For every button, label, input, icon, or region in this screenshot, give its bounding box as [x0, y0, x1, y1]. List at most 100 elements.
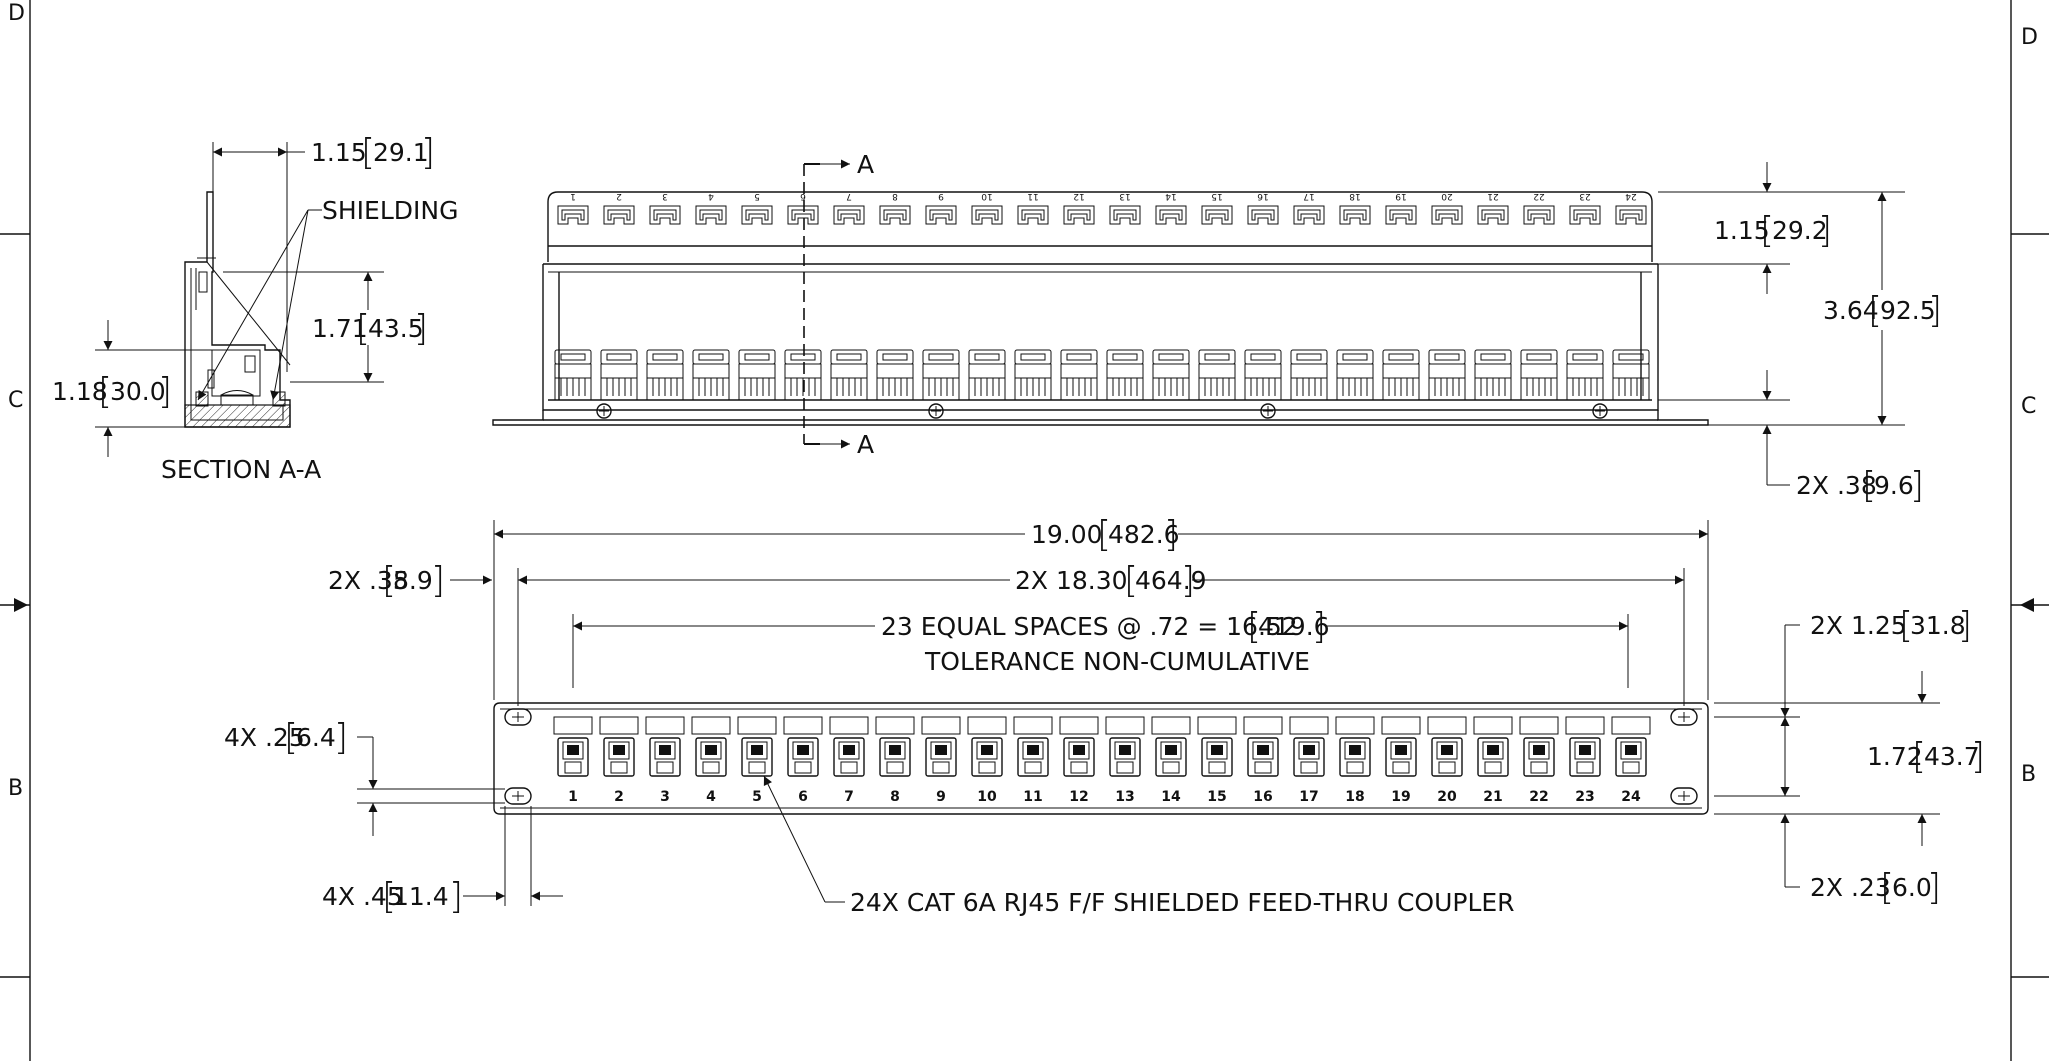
right-top-dim-mm: 31.8	[1910, 611, 1966, 640]
port-number: 16	[1253, 789, 1272, 805]
port-number: 19	[1391, 789, 1410, 805]
coupler-port: 4	[691, 716, 731, 805]
bracket: [	[98, 371, 112, 412]
top-port-number: 20	[1441, 191, 1453, 201]
bracket: [	[284, 717, 298, 758]
top-dim-b-value: 3.64	[1823, 296, 1879, 325]
bracket: [	[1760, 210, 1774, 251]
edge-dim-value: 2X .35	[328, 566, 409, 595]
top-port-number: 18	[1349, 191, 1361, 201]
section-title: SECTION A-A	[161, 455, 321, 484]
top-port: 16	[1244, 191, 1282, 401]
top-port: 20	[1428, 191, 1466, 401]
zone-label-left-b: B	[8, 776, 23, 801]
port-number: 13	[1115, 789, 1134, 805]
top-port-number: 12	[1073, 191, 1084, 201]
screw-icon	[596, 403, 612, 419]
slot-height-dim-mm: 6.4	[296, 723, 336, 752]
top-port: 19	[1382, 191, 1420, 401]
slot-width-dim-value: 4X .45	[322, 882, 403, 911]
port-number: 20	[1437, 789, 1457, 805]
coupler-port: 13	[1105, 716, 1145, 805]
coupler-port: 2	[599, 716, 639, 805]
coupler-port: 24	[1611, 716, 1651, 805]
top-port-number: 17	[1303, 191, 1314, 201]
top-port-number: 6	[800, 191, 806, 201]
spacing-note-value: 23 EQUAL SPACES @ .72 = 16.52	[881, 612, 1298, 641]
top-port: 13	[1106, 191, 1144, 401]
top-port: 12	[1060, 191, 1098, 401]
zone-label-left-c: C	[8, 388, 23, 413]
port-number: 14	[1161, 789, 1181, 805]
shielding-label: SHIELDING	[322, 196, 458, 225]
screw-icon	[928, 403, 944, 419]
bracket: [	[1247, 606, 1261, 647]
section-left-dim-value: 1.18	[52, 377, 108, 406]
top-port: 21	[1474, 191, 1512, 401]
bracket: [	[361, 132, 375, 173]
top-port: 14	[1152, 191, 1190, 401]
top-port: 23	[1566, 191, 1604, 401]
top-view-screws	[596, 403, 1608, 419]
top-port-number: 1	[570, 191, 576, 201]
top-port: 9	[922, 191, 960, 401]
top-port-number: 11	[1027, 191, 1038, 201]
bracket: ]	[1927, 867, 1941, 908]
coupler-port: 16	[1243, 716, 1283, 805]
top-port-number: 21	[1487, 191, 1498, 201]
port-number: 8	[890, 789, 900, 805]
bracket: ]	[1164, 514, 1178, 555]
port-number: 3	[660, 789, 670, 805]
top-port-number: 16	[1257, 191, 1269, 201]
coupler-port: 17	[1289, 716, 1329, 805]
top-dim-c-value: 2X .38	[1796, 471, 1877, 500]
bracket: ]	[1312, 606, 1326, 647]
top-port-number: 23	[1579, 191, 1590, 201]
mounting-slot	[504, 708, 532, 726]
section-height-dim-mm: 43.5	[368, 314, 424, 343]
bracket: [	[1097, 514, 1111, 555]
port-number: 23	[1575, 789, 1594, 805]
top-port-number: 5	[754, 191, 760, 201]
bracket: [	[1880, 867, 1894, 908]
top-port: 15	[1198, 191, 1236, 401]
top-port: 4	[692, 191, 730, 401]
port-number: 22	[1529, 789, 1548, 805]
bracket: ]	[1181, 560, 1195, 601]
coupler-port: 3	[645, 716, 685, 805]
port-number: 12	[1069, 789, 1088, 805]
bracket: ]	[1818, 210, 1832, 251]
top-port: 8	[876, 191, 914, 401]
coupler-port: 21	[1473, 716, 1513, 805]
bracket: ]	[158, 371, 172, 412]
bracket: ]	[334, 717, 348, 758]
top-port-number: 10	[981, 191, 993, 201]
hole-spacing-mm: 464.9	[1135, 566, 1207, 595]
bracket: [	[1868, 290, 1882, 331]
port-number: 24	[1621, 789, 1641, 805]
right-bottom-dim-value: 2X .23	[1810, 873, 1891, 902]
bracket: ]	[1928, 290, 1942, 331]
mounting-slot	[1670, 787, 1698, 805]
coupler-port: 14	[1151, 716, 1191, 805]
zone-label-right-b: B	[2021, 762, 2036, 787]
coupler-port: 10	[967, 716, 1007, 805]
coupler-note: 24X CAT 6A RJ45 F/F SHIELDED FEED-THRU C…	[850, 888, 1515, 917]
top-port: 2	[600, 191, 638, 401]
top-port: 5	[738, 191, 776, 401]
top-dim-a-mm: 29.2	[1772, 216, 1828, 245]
port-number: 4	[706, 789, 716, 805]
coupler-port: 11	[1013, 716, 1053, 805]
mounting-slot	[1670, 708, 1698, 726]
coupler-port: 12	[1059, 716, 1099, 805]
overall-width-value: 19.00	[1031, 520, 1103, 549]
bracket: ]	[1910, 465, 1924, 506]
bracket: ]	[1971, 736, 1985, 777]
coupler-port: 9	[921, 716, 961, 805]
